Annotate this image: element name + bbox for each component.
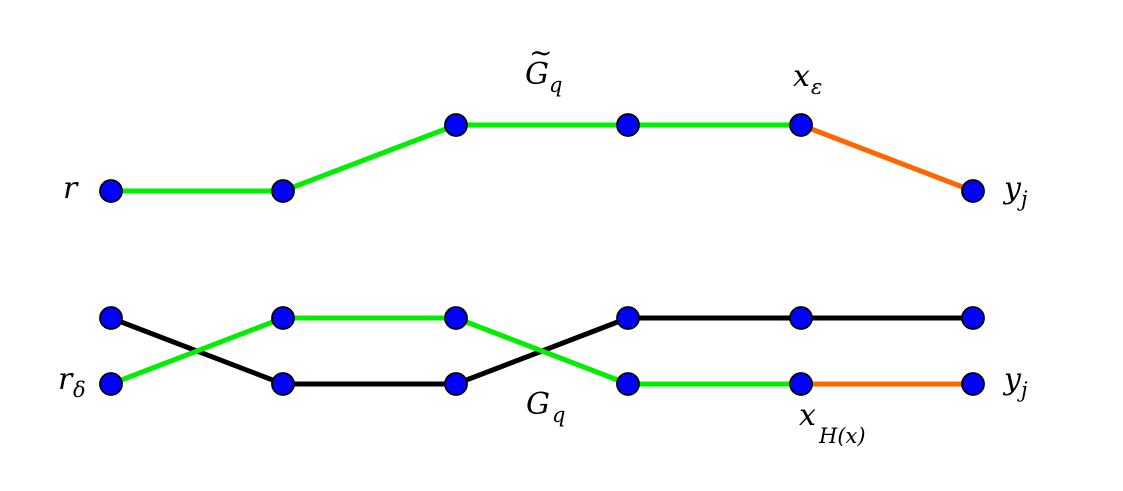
node-t4 — [789, 113, 813, 137]
label-y-top-base: y — [1002, 171, 1022, 206]
node-t1 — [271, 179, 295, 203]
label-x-h-x: x H(x) — [799, 398, 866, 448]
label-r: r — [63, 171, 79, 206]
label-y-j-top: y j — [1002, 171, 1028, 211]
edges-layer — [108, 122, 976, 387]
node-b5 — [961, 372, 985, 396]
label-x-h-base: x — [799, 398, 816, 433]
node-a3 — [616, 306, 640, 330]
node-b2 — [444, 372, 468, 396]
label-r-delta: r δ — [58, 362, 86, 402]
label-g-q: G q — [526, 387, 565, 427]
nodes-layer — [99, 113, 985, 396]
label-x-h-sub: H(x) — [818, 424, 866, 448]
label-x-epsilon: x ε — [793, 59, 822, 99]
label-x-eps-sub: ε — [811, 75, 822, 99]
node-a2 — [444, 306, 468, 330]
label-y-top-sub: j — [1017, 187, 1028, 211]
node-a5 — [961, 306, 985, 330]
edge-t4-t5 — [798, 122, 976, 194]
node-b0 — [99, 372, 123, 396]
node-t0 — [99, 179, 123, 203]
node-a0 — [99, 306, 123, 330]
label-g-bot-base: G — [526, 387, 550, 422]
node-t5 — [961, 179, 985, 203]
label-g-tilde-accent: ~ — [529, 36, 552, 69]
node-b4 — [789, 372, 813, 396]
label-y-j-bottom: y j — [1002, 362, 1028, 402]
label-x-eps-base: x — [793, 59, 810, 94]
node-t2 — [444, 113, 468, 137]
label-g-tilde-sub: q — [549, 73, 562, 97]
edge-a2-b3 — [453, 315, 631, 387]
node-a1 — [271, 306, 295, 330]
node-b1 — [271, 372, 295, 396]
edge-b0-a1 — [108, 315, 286, 387]
label-g-tilde-base: G — [525, 57, 549, 92]
label-g-bot-sub: q — [552, 403, 565, 427]
node-a4 — [789, 306, 813, 330]
edge-t1-t2 — [280, 122, 459, 194]
label-y-bot-base: y — [1002, 362, 1022, 397]
label-y-bot-sub: j — [1017, 378, 1028, 402]
node-b3 — [616, 372, 640, 396]
label-r-delta-base: r — [58, 362, 74, 397]
label-g-tilde-q: ~ G q — [525, 36, 562, 97]
label-r-delta-sub: δ — [73, 378, 86, 402]
node-t3 — [616, 113, 640, 137]
